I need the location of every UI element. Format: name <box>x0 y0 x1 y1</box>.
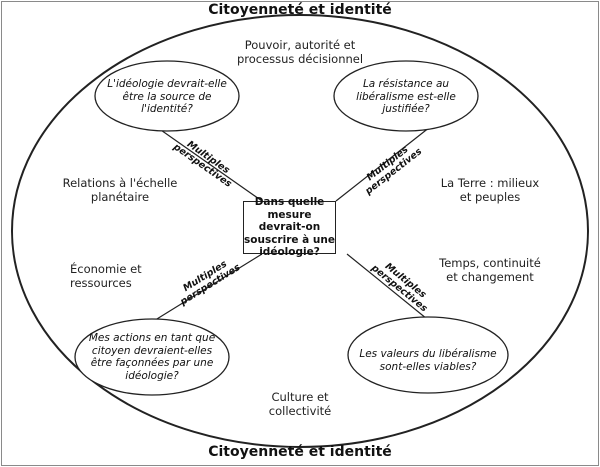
connector-top-left <box>157 127 263 202</box>
theme-economy-resources: Économie et ressources <box>70 262 142 290</box>
question-ellipse-bottom-right <box>347 316 509 394</box>
central-question-box: Dans quelle mesure devrait-on souscrire … <box>243 196 336 258</box>
question-top-right: La résistance au libéralisme est-elle ju… <box>356 78 456 115</box>
connector-top-right <box>335 126 431 202</box>
connector-bottom-left <box>151 253 263 323</box>
theme-culture-community: Culture et collectivité <box>268 390 332 418</box>
question-bottom-left: Mes actions en tant que citoyen devraien… <box>88 332 216 382</box>
title-bottom: Citoyenneté et identité <box>208 444 392 460</box>
question-bottom-right: Les valeurs du libéralisme sont-elles vi… <box>359 348 497 373</box>
question-ellipse-top-right <box>333 60 479 132</box>
theme-time-continuity: Temps, continuité et changement <box>439 256 541 284</box>
title-top: Citoyenneté et identité <box>208 2 392 18</box>
theme-power-authority: Pouvoir, autorité et processus décisionn… <box>236 38 364 66</box>
question-top-left: L'idéologie devrait-elle être la source … <box>107 78 227 115</box>
central-question: Dans quelle mesure devrait-on souscrire … <box>244 196 335 259</box>
outer-ellipse <box>11 14 589 448</box>
question-ellipse-top-left <box>94 60 240 132</box>
theme-global-relations: Relations à l'échelle planétaire <box>62 176 178 204</box>
connector-bottom-right <box>346 253 433 324</box>
question-ellipse-bottom-left <box>74 318 230 396</box>
theme-land-people: La Terre : milieux et peuples <box>440 176 540 204</box>
